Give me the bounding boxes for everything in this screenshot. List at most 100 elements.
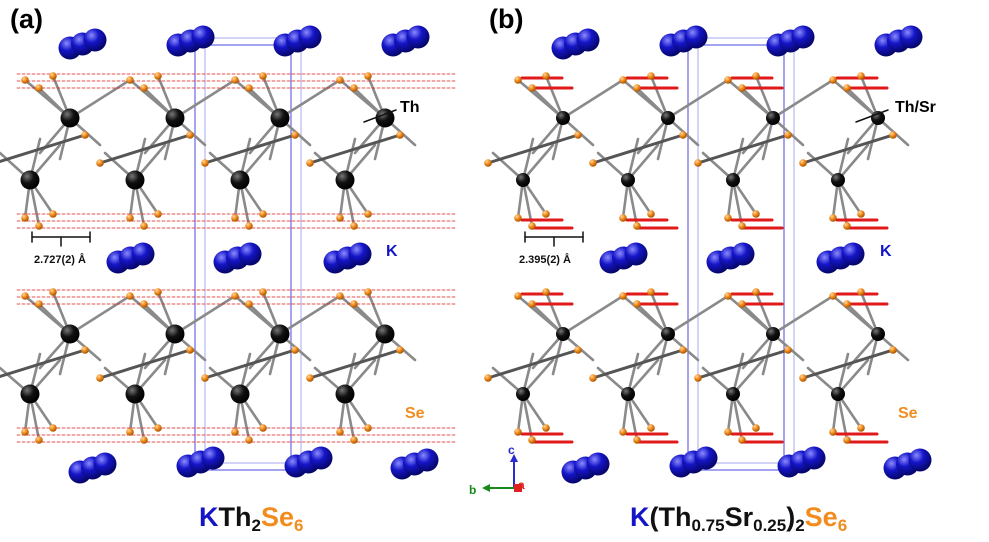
unit-cell-edge [194,44,292,471]
se-atom [724,214,732,222]
k-label-a: K [386,243,398,260]
th-se-bond [561,294,625,336]
se-atom [574,131,582,139]
th-se-bond [626,358,660,396]
panel-label-a: (a) [10,4,43,34]
th-se-bond [740,86,775,120]
th-atom [335,384,355,404]
se-atom [843,222,851,230]
th-sr-label-b: Th/Sr [895,99,936,116]
th-atom [831,173,845,187]
se-atom [336,76,344,84]
se-atom [291,346,299,354]
th-se-bond [771,294,835,336]
se-atom [35,84,43,92]
k-atom [899,25,923,49]
chain-bond [308,133,402,165]
th-se-bond [859,74,880,120]
se-atom [829,214,837,222]
th-se-bond [544,74,565,120]
axis-label-a: a [518,478,525,492]
se-atom [49,288,57,296]
formula-a-th: Th [218,502,252,532]
chain-bond [696,133,790,165]
k-atom [298,25,322,49]
k-atom [791,25,815,49]
th-atom [375,324,395,344]
se-atom [245,300,253,308]
formula-b-sub2: 0.25 [753,516,787,535]
k-atom [624,242,648,266]
th-se-bond [521,137,535,182]
se-atom [843,436,851,444]
k-atom [694,446,718,470]
se-atom [514,76,522,84]
th-se-bond [635,86,670,120]
th-atom [230,384,250,404]
k-atom [191,25,215,49]
th-se-bond [836,358,870,396]
se-atom [49,210,57,218]
se-atom [484,374,492,382]
chain-bond [308,348,402,380]
se-atom [633,300,641,308]
th-se-bond [731,143,765,182]
formula-a: KTh2Se6 [199,502,303,536]
se-atom [694,374,702,382]
se-label-a: Se [405,405,425,422]
k-atom [201,446,225,470]
th-atom [20,384,40,404]
th-se-bond [740,302,775,336]
th-atom [60,324,80,344]
th-se-bond [761,116,775,161]
se-atom [81,131,89,139]
se-atom [21,292,29,300]
th-se-bond [626,392,639,442]
formula-b-th: (Th [649,502,692,532]
se-atom [829,76,837,84]
se-atom [679,346,687,354]
se-atom [619,428,627,436]
se-atom [21,214,29,222]
se-atom [245,222,253,230]
se-atom [186,131,194,139]
th-atom [556,327,570,341]
se-atom [350,222,358,230]
chain-bond [0,133,87,164]
se-atom [396,131,404,139]
th-se-bond [626,137,640,182]
k-atom [415,448,439,472]
th-se-bond [845,302,880,336]
se-atom [619,292,627,300]
se-atom [154,72,162,80]
se-atom [857,288,865,296]
axis-c-arrowhead [510,454,518,462]
formula-b: K(Th0.75Sr0.25)2Se6 [630,502,847,536]
se-atom [889,346,897,354]
se-atom [857,424,865,432]
se-atom [514,214,522,222]
th-se-bond [866,116,880,161]
se-atom [484,159,492,167]
se-atom [231,214,239,222]
se-atom [140,222,148,230]
th-atom [726,387,740,401]
th-atom [270,324,290,344]
th-se-bond [649,74,670,120]
se-atom [647,210,655,218]
se-atom [396,346,404,354]
chain-bond [98,133,192,165]
se-atom [201,374,209,382]
th-se-bond [68,294,132,336]
th-atom [516,387,530,401]
se-atom [889,131,897,139]
se-atom [647,424,655,432]
th-se-bond [521,178,534,228]
panel-label-b: (b) [489,4,524,34]
k-atom [684,25,708,49]
se-atom [259,288,267,296]
se-atom [738,436,746,444]
formula-a-sub1: 2 [251,516,261,535]
se-atom [245,84,253,92]
th-atom [661,327,675,341]
